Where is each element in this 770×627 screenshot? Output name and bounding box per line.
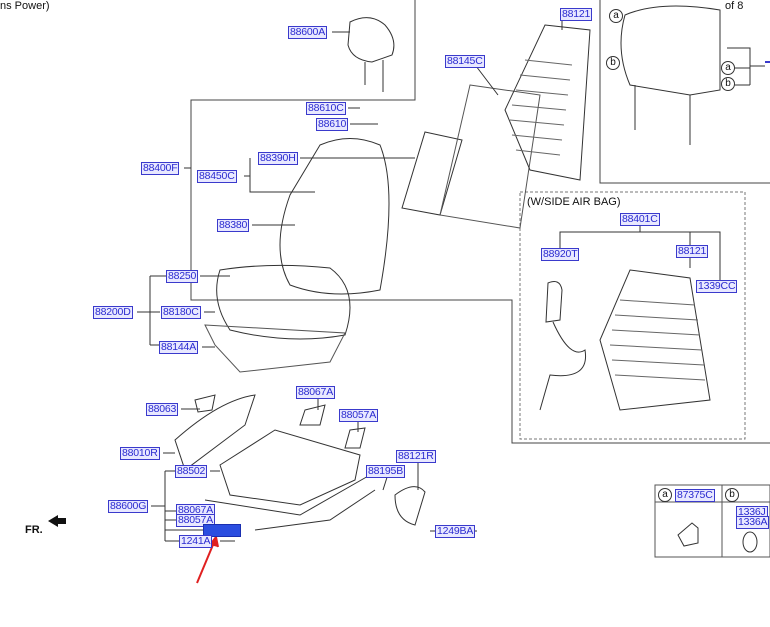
seat-base-frame — [219, 429, 361, 506]
fr-arrow — [48, 515, 66, 527]
clip-icon — [677, 522, 699, 547]
airbag-backrest-frame — [599, 269, 711, 411]
fr-label: FR. — [25, 524, 43, 536]
headrest — [347, 17, 395, 63]
part-label-88200D[interactable]: 88200D — [93, 306, 133, 319]
part-label-88145C[interactable]: 88145C — [445, 55, 485, 68]
part-label-88250[interactable]: 88250 — [166, 270, 199, 283]
legend-part-87375C[interactable]: 87375C — [675, 489, 715, 502]
part-label-88180C[interactable]: 88180C — [161, 306, 201, 319]
part-label-88920T[interactable]: 88920T — [541, 248, 580, 261]
inset-backrest — [620, 5, 721, 96]
part-label-88121R[interactable]: 88121R — [396, 450, 436, 463]
side-cover-r — [394, 486, 426, 526]
part-label-88067A-top[interactable]: 88067A — [296, 386, 336, 399]
part-label-88600A[interactable]: 88600A — [288, 26, 328, 39]
callout-b-right: b — [721, 77, 735, 91]
part-label-88195B[interactable]: 88195B — [366, 465, 406, 478]
page-ref: of 8 — [725, 0, 744, 12]
inset-frame — [599, 0, 770, 184]
part-label-1249BA[interactable]: 1249BA — [435, 525, 476, 538]
side-shield — [174, 394, 256, 471]
part-label-88121-airbag[interactable]: 88121 — [676, 245, 709, 258]
part-label-1339CC[interactable]: 1339CC — [696, 280, 738, 293]
airbag-module — [545, 281, 563, 323]
legend-callout-b: b — [725, 488, 739, 502]
part-label-88600G[interactable]: 88600G — [108, 500, 149, 513]
part-label-88400F[interactable]: 88400F — [141, 162, 180, 175]
backrest-film — [439, 84, 541, 229]
part-label-88450C[interactable]: 88450C — [197, 170, 237, 183]
side-airbag-caption: (W/SIDE AIR BAG) — [527, 196, 621, 208]
part-label-88057A[interactable]: 88057A — [176, 514, 216, 527]
part-label-88390H[interactable]: 88390H — [258, 152, 298, 165]
legend-part-1336A[interactable]: 1336A — [736, 516, 770, 529]
callout-a-right: a — [721, 61, 735, 75]
part-label-88502[interactable]: 88502 — [175, 465, 208, 478]
cushion-pad — [204, 324, 346, 373]
frame-lines — [190, 0, 770, 444]
part-label-88401C[interactable]: 88401C — [620, 213, 660, 226]
callout-b-inset: b — [606, 56, 620, 70]
airbag-dashed-box — [519, 191, 746, 440]
part-label-88121[interactable]: 88121 — [560, 8, 593, 21]
part-label-inset-cut[interactable] — [765, 61, 770, 63]
legend-table-box — [654, 484, 770, 558]
callout-a-inset: a — [609, 9, 623, 23]
part-label-1241A[interactable]: 1241A — [179, 535, 213, 548]
highlighted-part-label[interactable] — [203, 524, 241, 537]
part-label-88380[interactable]: 88380 — [217, 219, 250, 232]
part-label-88010R[interactable]: 88010R — [120, 447, 160, 460]
part-label-88610C[interactable]: 88610C — [306, 102, 346, 115]
backrest-frame — [504, 24, 591, 181]
part-label-88610[interactable]: 88610 — [316, 118, 349, 131]
part-label-88063[interactable]: 88063 — [146, 403, 179, 416]
legend-callout-a: a — [658, 488, 672, 502]
part-label-88144A[interactable]: 88144A — [159, 341, 199, 354]
grommet-icon — [742, 531, 758, 553]
header-fragment: ns Power) — [0, 0, 50, 12]
part-label-88057A-top[interactable]: 88057A — [339, 409, 379, 422]
backrest-cover — [279, 138, 390, 295]
seat-cushion-cover — [216, 264, 351, 340]
